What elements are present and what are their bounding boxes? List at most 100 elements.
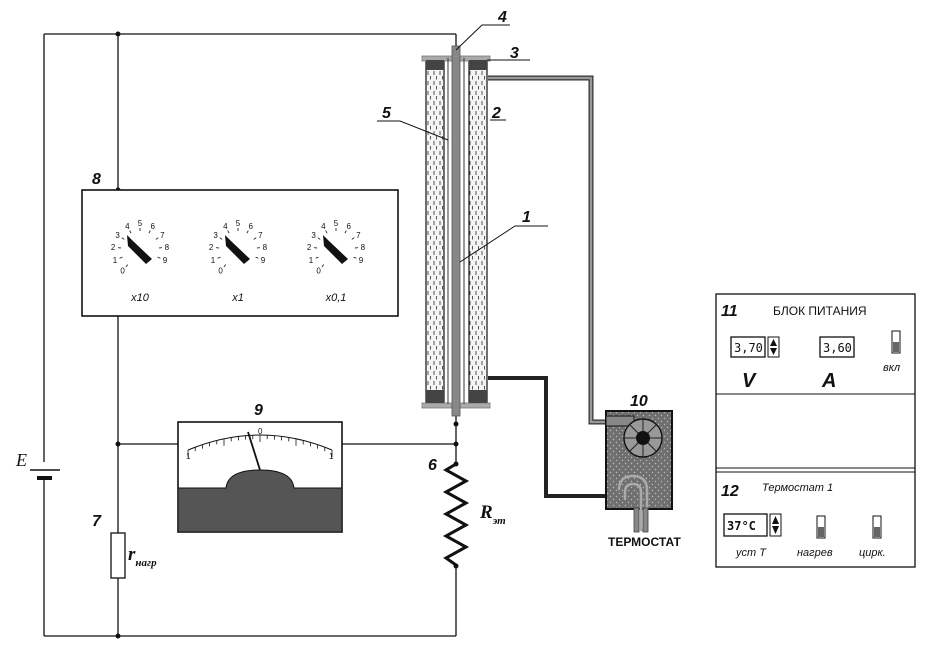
- dial-digit: 7: [160, 231, 165, 240]
- dial-digit: 0: [316, 267, 321, 276]
- dial-tick: [255, 256, 259, 259]
- dial-tick: [246, 230, 249, 234]
- callout-3: 3: [510, 45, 519, 62]
- dial-digit: 4: [223, 222, 228, 231]
- callout-1: 1: [522, 209, 531, 226]
- voltage-symbol: V: [742, 370, 757, 392]
- dial-digit: 4: [321, 222, 326, 231]
- dial-digit: 3: [311, 231, 316, 240]
- dial-tick: [129, 230, 132, 234]
- dial-digit: 8: [263, 243, 268, 252]
- dial-tick: [217, 256, 221, 259]
- dial-digit: 4: [125, 222, 130, 231]
- circulation-label: цирк.: [859, 547, 886, 559]
- thermostat-label: ТЕРМОСТАТ: [608, 535, 682, 549]
- dial-digit: 6: [346, 222, 351, 231]
- dial-digit: 1: [211, 256, 216, 265]
- dial-digit: 1: [309, 256, 314, 265]
- dial-digit: 1: [113, 256, 118, 265]
- measurement-cell: [421, 45, 491, 417]
- dial-digit: 3: [115, 231, 120, 240]
- voltage-display: [730, 336, 766, 358]
- dial-multiplier-label: x0,1: [325, 292, 347, 304]
- dial-tick: [325, 230, 328, 234]
- dial-digit: 7: [258, 231, 263, 240]
- set-temperature-label: уст Т: [735, 547, 767, 559]
- dial-digit: 2: [209, 243, 214, 252]
- dial-tick: [155, 237, 159, 240]
- heater-resistor-label: rнагр: [128, 544, 157, 569]
- callout-5: 5: [382, 105, 392, 122]
- standard-resistor: Rэт: [442, 462, 506, 567]
- dial-tick: [344, 230, 347, 234]
- dial-tick: [148, 230, 151, 234]
- dial-digit: 8: [165, 243, 170, 252]
- dial-digit: 2: [111, 243, 116, 252]
- callout-2: 2: [491, 105, 501, 122]
- dial-digit: 8: [361, 243, 366, 252]
- dial-pointer: [323, 235, 348, 264]
- callout-8: 8: [92, 171, 101, 188]
- temperature-value: 37°C: [727, 519, 756, 533]
- dial-tick: [121, 237, 125, 240]
- dial-digit: 5: [334, 219, 339, 228]
- dial-tick: [119, 256, 123, 259]
- dial-tick: [253, 237, 257, 240]
- dial-digit: 5: [138, 219, 143, 228]
- heater-label: нагрев: [797, 547, 833, 559]
- dial-digit: 9: [359, 256, 364, 265]
- dial-tick: [315, 256, 319, 259]
- current-symbol: A: [821, 370, 836, 392]
- callout-7: 7: [92, 513, 102, 530]
- temperature-stepper[interactable]: [769, 513, 782, 537]
- control-panel: БЛОК ПИТАНИЯ 3,70 3,60 V A вкл Термостат…: [715, 293, 916, 568]
- thermostat-device: ТЕРМОСТАТ: [605, 410, 682, 549]
- dial-pointer: [225, 235, 250, 264]
- current-value: 3,60: [823, 341, 852, 355]
- dial-tick: [157, 256, 161, 259]
- power-switch[interactable]: [891, 330, 901, 354]
- heater-switch[interactable]: [816, 515, 826, 539]
- heater-resistor: rнагр: [110, 532, 157, 579]
- power-switch-label: вкл: [883, 362, 900, 374]
- thermostat-panel-title: Термостат 1: [762, 482, 833, 494]
- source-label: E: [15, 450, 27, 470]
- callout-6: 6: [428, 457, 437, 474]
- dial-digit: 6: [248, 222, 253, 231]
- dial-multiplier-label: x1: [231, 292, 244, 304]
- dial-digit: 6: [150, 222, 155, 231]
- dial-tick: [353, 256, 357, 259]
- dial-tick: [223, 264, 227, 268]
- dial-digit: 3: [213, 231, 218, 240]
- dial-digit: 2: [307, 243, 312, 252]
- dial-tick: [125, 264, 129, 268]
- callouts: 4 3 2 5 1 8 9 6 7 10 11 12: [92, 9, 739, 530]
- callout-4: 4: [497, 9, 507, 26]
- dial-tick: [321, 264, 325, 268]
- callout-9: 9: [254, 402, 263, 419]
- callout-10: 10: [630, 393, 648, 410]
- circuit-wires: [43, 33, 457, 637]
- voltage-stepper[interactable]: [767, 336, 780, 358]
- dial-digit: 5: [236, 219, 241, 228]
- dial-tick: [351, 237, 355, 240]
- dial-digit: 9: [261, 256, 266, 265]
- power-source-symbol: E: [15, 450, 60, 480]
- dial-digit: 7: [356, 231, 361, 240]
- galv-scale-left: 1: [186, 452, 191, 461]
- galv-scale-right: 1: [329, 452, 334, 461]
- dial-digit: 0: [218, 267, 223, 276]
- circulation-switch[interactable]: [872, 515, 882, 539]
- dial-digit: 0: [120, 267, 125, 276]
- galv-scale-zero: 0: [258, 427, 263, 436]
- callout-11: 11: [721, 303, 738, 320]
- galvanometer-needle: [247, 431, 261, 471]
- junction-dots: [115, 31, 459, 639]
- standard-resistor-label: Rэт: [479, 502, 506, 527]
- dial-tick: [227, 230, 230, 234]
